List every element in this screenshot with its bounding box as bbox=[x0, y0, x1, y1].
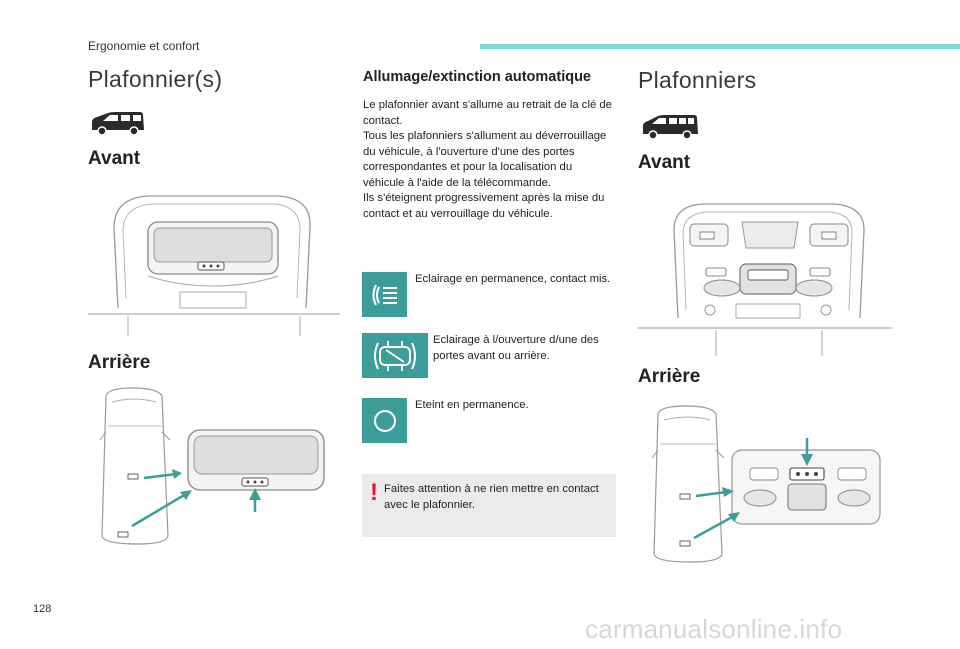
front-ceiling-light-illustration bbox=[88, 188, 340, 336]
warning-text: Faites attention à ne rien mettre en con… bbox=[384, 483, 599, 511]
front-ceiling-console-illustration bbox=[638, 200, 892, 356]
auto-onoff-paragraphs: Le plafonnier avant s'allume au retrait … bbox=[363, 98, 613, 222]
mode-off-text: Eteint en permanence. bbox=[415, 399, 529, 411]
paragraph-unlocking: Tous les plafonniers s'allument au déver… bbox=[363, 130, 607, 189]
page-number: 128 bbox=[33, 603, 52, 615]
left-rear-heading: Arrière bbox=[88, 352, 151, 373]
rear-ceiling-console-illustration bbox=[650, 404, 886, 564]
right-title: Plafonniers bbox=[638, 67, 757, 93]
permanent-light-icon bbox=[362, 272, 407, 317]
door-light-icon bbox=[362, 333, 428, 378]
rear-ceiling-light-illustration bbox=[92, 386, 332, 546]
left-title: Plafonnier(s) bbox=[88, 66, 223, 92]
right-front-heading: Avant bbox=[638, 152, 691, 173]
paragraph-key-removal: Le plafonnier avant s'allume au retrait … bbox=[363, 99, 612, 127]
mode-permanent-text: Eclairage en permanence, contact mis. bbox=[415, 273, 611, 285]
minibus-icon bbox=[640, 113, 700, 141]
section-header: Ergonomie et confort bbox=[88, 39, 200, 53]
off-light-icon bbox=[362, 398, 407, 443]
left-front-heading: Avant bbox=[88, 148, 141, 169]
warning-icon: ! bbox=[370, 479, 378, 506]
right-rear-heading: Arrière bbox=[638, 366, 701, 387]
paragraph-switch-off: Ils s'éteignent progressivement après la… bbox=[363, 192, 605, 220]
mode-door-text: Eclairage à l/ouverture d/une des portes… bbox=[433, 334, 599, 362]
van-icon bbox=[88, 110, 146, 136]
warning-box: ! Faites attention à ne rien mettre en c… bbox=[362, 474, 616, 537]
watermark: carmanualsonline.info bbox=[585, 614, 843, 644]
header-accent-bar bbox=[480, 44, 960, 49]
auto-onoff-heading: Allumage/extinction automatique bbox=[363, 69, 591, 85]
